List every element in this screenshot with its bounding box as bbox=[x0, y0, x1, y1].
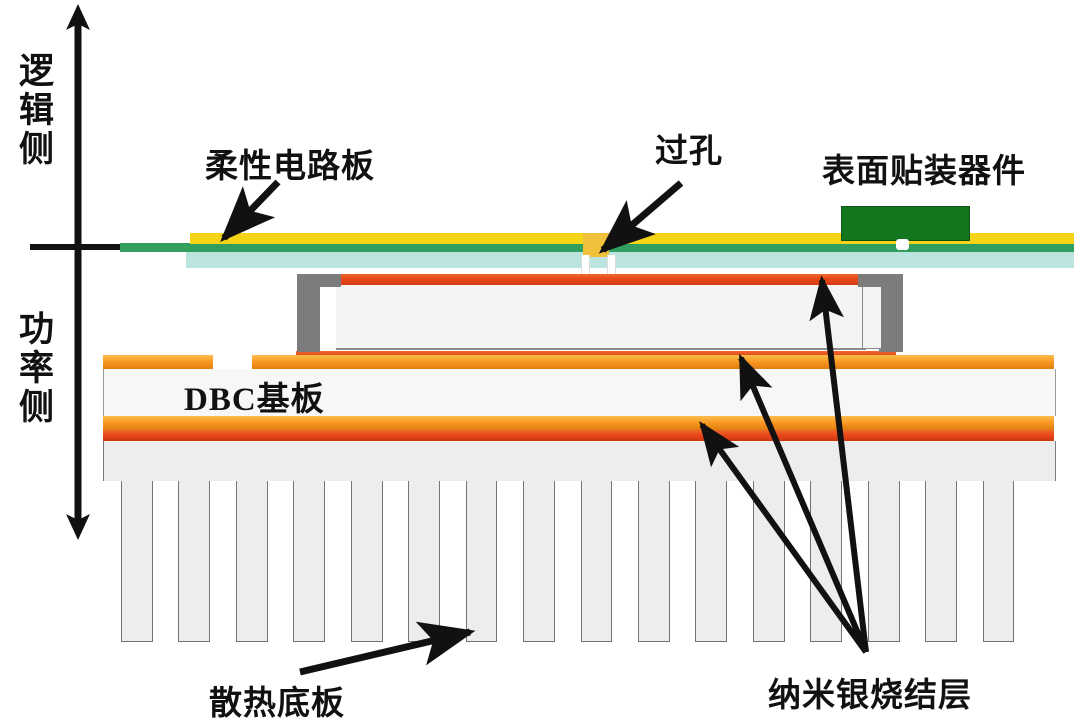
heatsink-fin bbox=[293, 481, 326, 642]
bracket-left-foot bbox=[297, 274, 341, 287]
arrow-heatsink-baseplate bbox=[299, 621, 476, 676]
label-via: 过孔 bbox=[655, 134, 723, 170]
bracket-left-vertical bbox=[297, 274, 320, 352]
surface-mount-device-body bbox=[841, 206, 970, 241]
via-post-right bbox=[607, 255, 616, 285]
label-smd: 表面贴装器件 bbox=[822, 154, 1026, 190]
heatsink-fin bbox=[235, 481, 268, 642]
heatsink-fin bbox=[350, 481, 383, 642]
heatsink-fin bbox=[465, 481, 498, 642]
heatsink-fin bbox=[752, 481, 785, 642]
heatsink-fin bbox=[121, 481, 153, 642]
heatsink-fin bbox=[695, 481, 728, 642]
label-flex-pcb: 柔性电路板 bbox=[205, 149, 375, 185]
heatsink-fin bbox=[523, 481, 555, 642]
side-span-double-arrow bbox=[66, 4, 90, 540]
via-post-left bbox=[581, 255, 590, 285]
flex-pcb-left-tail bbox=[120, 246, 190, 251]
label-heatsink-baseplate: 散热底板 bbox=[209, 686, 345, 722]
via-pad bbox=[583, 233, 609, 257]
label-dbc-substrate: DBC基板 bbox=[184, 382, 325, 418]
heatsink-fin bbox=[925, 481, 957, 642]
heatsink-fin bbox=[408, 481, 441, 642]
dbc-top-copper-pad-main bbox=[252, 355, 1054, 369]
label-power-side: 功率侧 bbox=[14, 310, 53, 427]
heatsink-fin bbox=[867, 481, 900, 642]
heatsink-baseplate-slab bbox=[103, 441, 1056, 481]
sinter-layer-baseplate bbox=[103, 430, 1054, 441]
heatsink-fin bbox=[637, 481, 670, 642]
label-logic-side: 逻辑侧 bbox=[14, 52, 53, 169]
bracket-right-vertical bbox=[879, 274, 903, 352]
arrow-flex-pcb bbox=[220, 179, 281, 243]
dbc-top-copper-pad-left bbox=[103, 355, 213, 369]
bracket-right-foot bbox=[858, 274, 903, 287]
smd-solder-dot bbox=[896, 239, 909, 250]
sinter-layer-top bbox=[336, 274, 866, 285]
label-nano-silver-sinter: 纳米银烧结层 bbox=[768, 678, 972, 714]
bracket-right-inner-edge bbox=[862, 287, 881, 349]
heatsink-fin bbox=[982, 481, 1015, 642]
power-die-body bbox=[336, 285, 866, 350]
heatsink-fin bbox=[178, 481, 211, 642]
heatsink-fin bbox=[580, 481, 613, 642]
heatsink-fin bbox=[810, 481, 843, 642]
flex-pcb-polyimide-layer bbox=[186, 251, 1074, 268]
dbc-ceramic-body bbox=[103, 369, 1056, 416]
